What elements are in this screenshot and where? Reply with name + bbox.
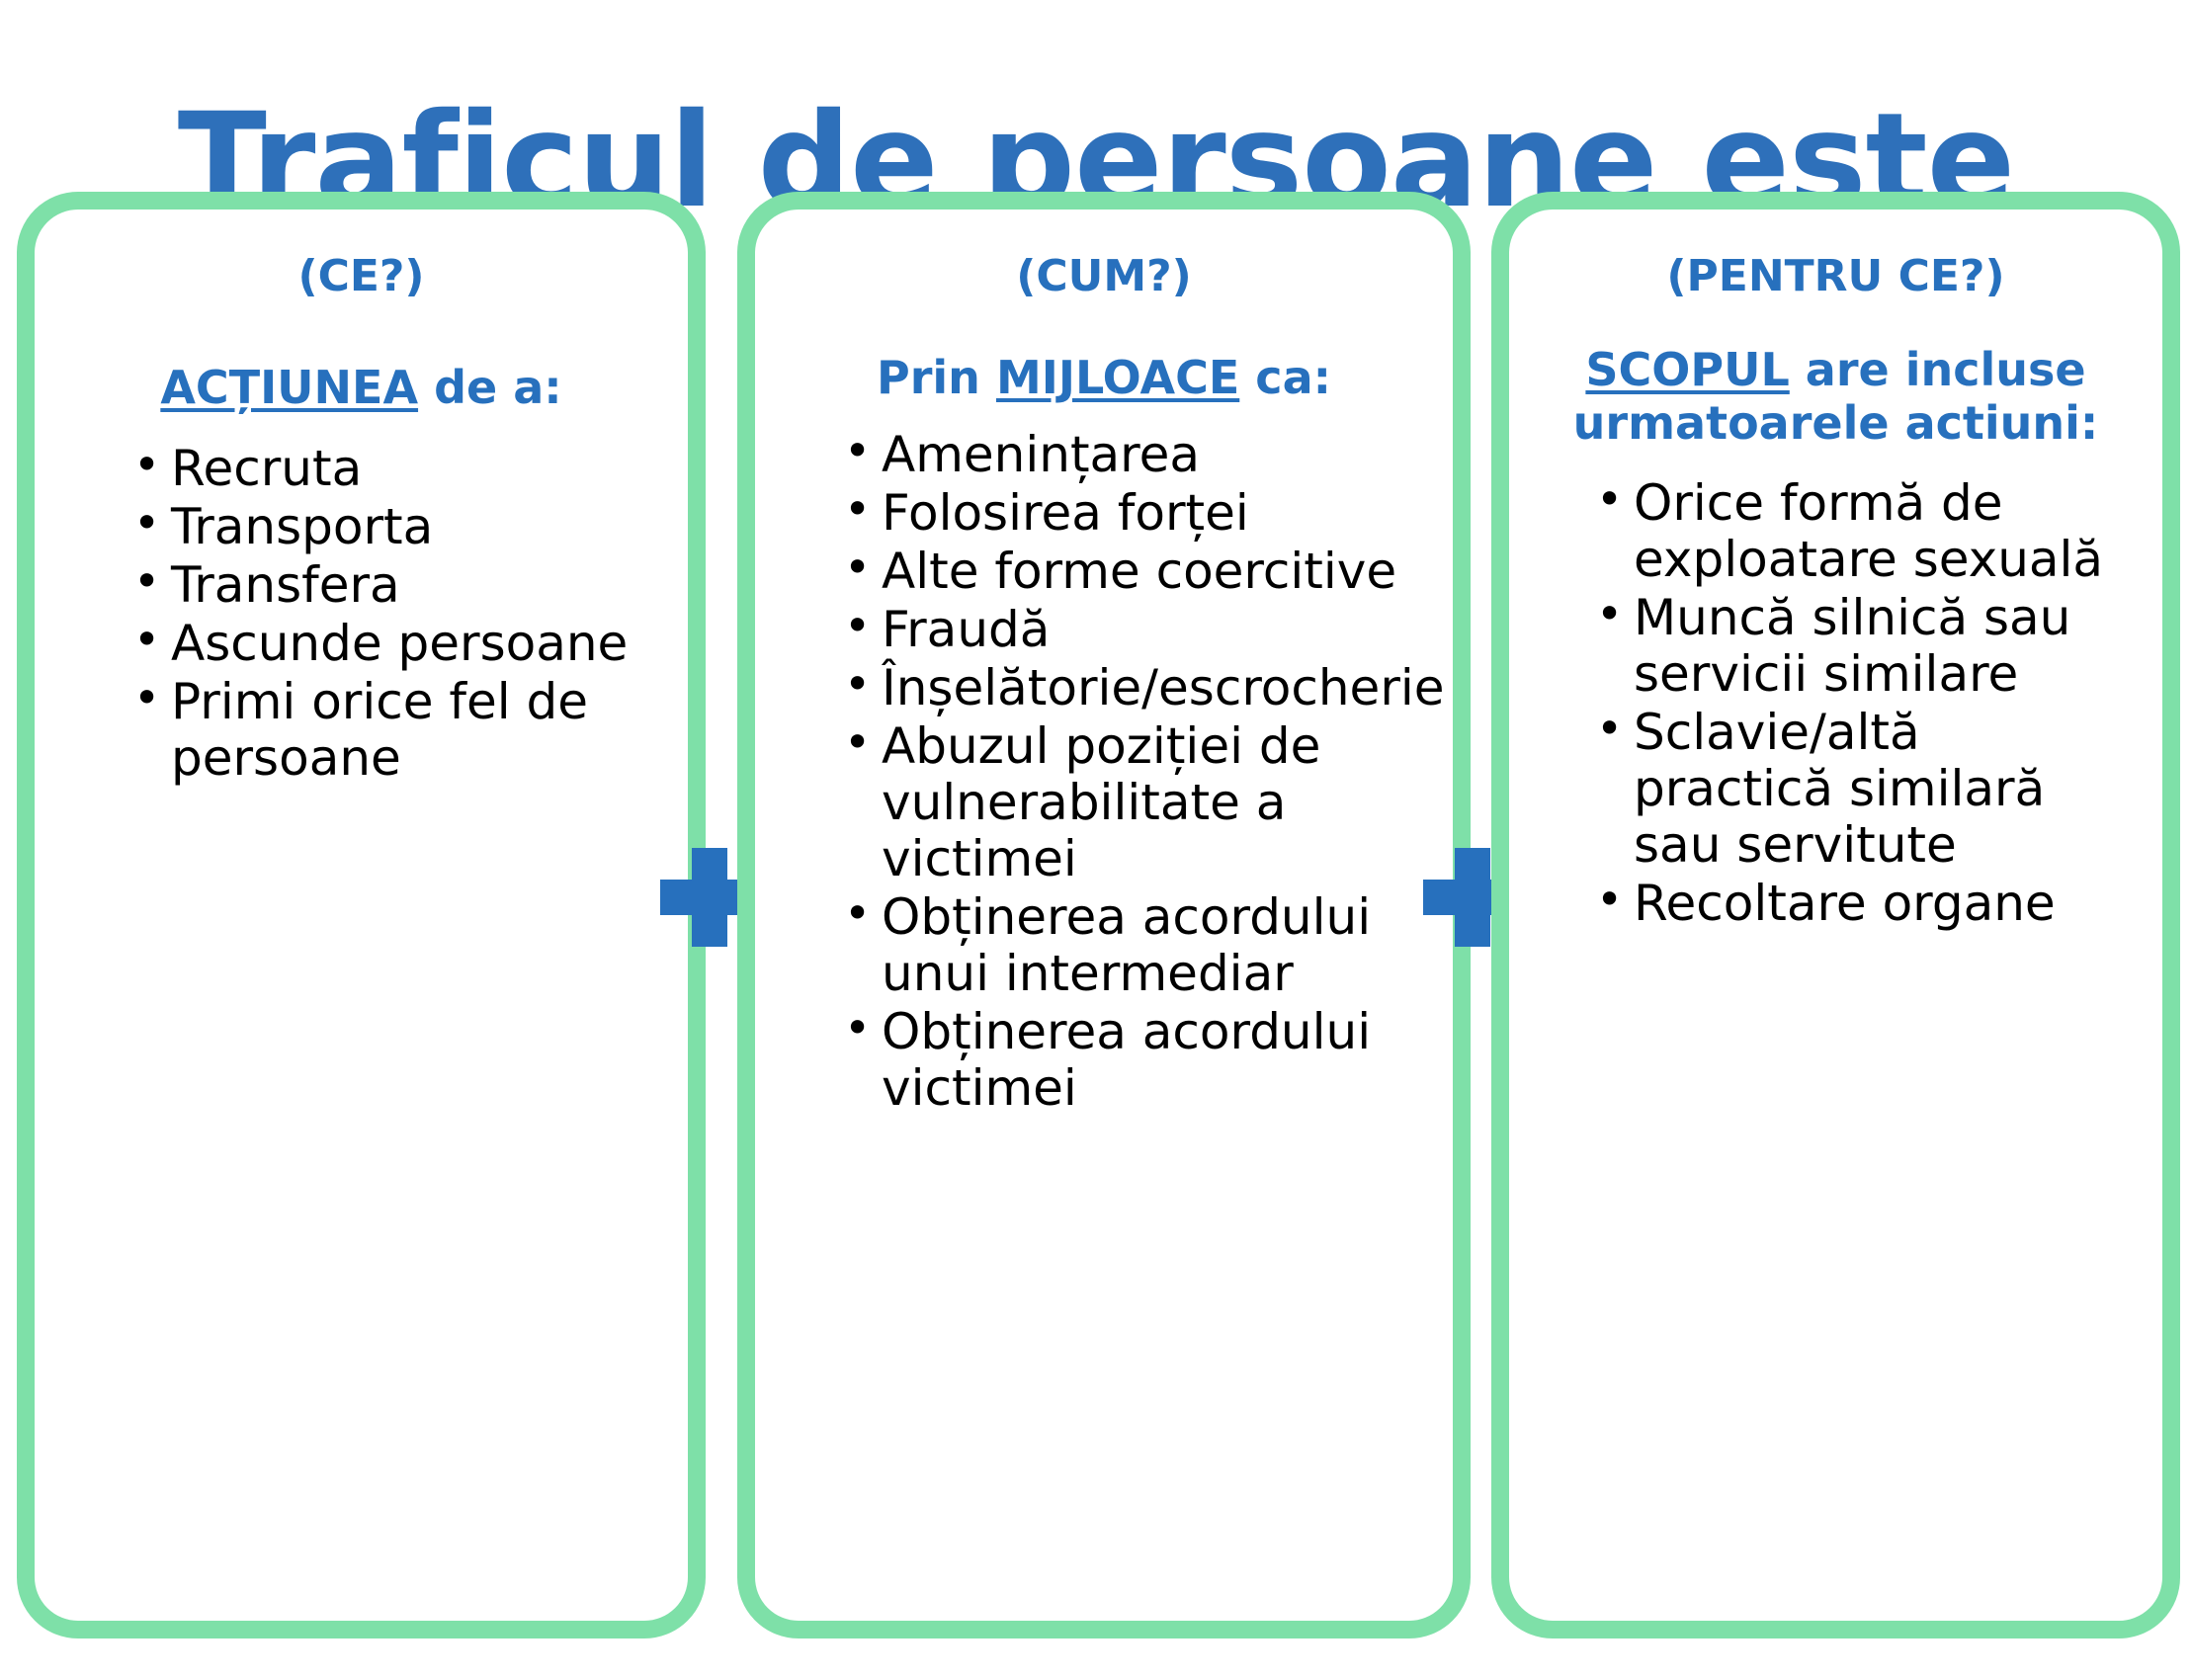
list-item: Transporta bbox=[126, 497, 648, 555]
subheading-keyword-scopul: SCOPUL bbox=[1585, 343, 1790, 397]
column-card-cum: (CUM?) Prin MIJLOACE ca: Amenințarea Fol… bbox=[737, 192, 1471, 1638]
column-subheading-ce: ACȚIUNEA de a: bbox=[35, 300, 688, 414]
list-item: Abuzul poziției de vulnerabilitate a vic… bbox=[836, 716, 1419, 887]
list-item: Ascunde persoane bbox=[126, 614, 648, 672]
list-item: Recruta bbox=[126, 439, 648, 497]
list-item: Amenințarea bbox=[836, 425, 1419, 483]
column-content-cum: (CUM?) Prin MIJLOACE ca: Amenințarea Fol… bbox=[755, 210, 1453, 1621]
subheading-rest-cum: ca: bbox=[1239, 351, 1331, 405]
list-item: Obținerea acordului unui intermediar bbox=[836, 887, 1419, 1002]
column-subheading-pentru-ce: SCOPUL are incluse urmatoarele actiuni: bbox=[1509, 300, 2162, 450]
list-item: Orice formă de exploatare sexuală bbox=[1588, 473, 2133, 588]
list-item: Folosirea forței bbox=[836, 483, 1419, 542]
column-list-ce: Recruta Transporta Transfera Ascunde per… bbox=[126, 439, 648, 787]
list-item: Alte forme coercitive bbox=[836, 542, 1419, 600]
list-item: Obținerea acordului victimei bbox=[836, 1002, 1419, 1117]
list-item: Fraudă bbox=[836, 600, 1419, 658]
subheading-keyword-mijloace: MIJLOACE bbox=[995, 351, 1240, 405]
plus-icon-vertical-bar bbox=[692, 848, 727, 947]
column-question-cum: (CUM?) bbox=[1016, 251, 1192, 301]
column-content-ce: (CE?) ACȚIUNEA de a: Recruta Transporta … bbox=[35, 210, 688, 1621]
list-item: Primi orice fel de persoane bbox=[126, 672, 648, 787]
column-list-cum: Amenințarea Folosirea forței Alte forme … bbox=[836, 425, 1445, 1117]
column-subheading-cum: Prin MIJLOACE ca: bbox=[755, 300, 1453, 404]
subheading-rest-ce: de a: bbox=[418, 361, 562, 415]
list-item: Sclavie/altă practică similară sau servi… bbox=[1588, 703, 2133, 874]
column-list-pentru-ce: Orice formă de exploatare sexuală Muncă … bbox=[1588, 473, 2133, 932]
list-item: Recoltare organe bbox=[1588, 874, 2133, 932]
subheading-pre-cum: Prin bbox=[877, 351, 996, 405]
subheading-keyword-actiunea: ACȚIUNEA bbox=[160, 361, 419, 415]
column-question-pentru-ce: (PENTRU CE?) bbox=[1666, 251, 2005, 301]
list-item: Transfera bbox=[126, 555, 648, 614]
column-content-pentru-ce: (PENTRU CE?) SCOPUL are incluse urmatoar… bbox=[1509, 210, 2162, 1621]
plus-icon-vertical-bar bbox=[1455, 848, 1490, 947]
column-question-ce: (CE?) bbox=[297, 251, 425, 301]
list-item: Muncă silnică sau servicii similare bbox=[1588, 588, 2133, 703]
column-card-ce: (CE?) ACȚIUNEA de a: Recruta Transporta … bbox=[17, 192, 706, 1638]
column-card-pentru-ce: (PENTRU CE?) SCOPUL are incluse urmatoar… bbox=[1491, 192, 2180, 1638]
list-item: Înșelătorie/escrocherie bbox=[836, 658, 1445, 716]
subheading-rest-pentru-ce: are incluse urmatoarele actiuni: bbox=[1572, 343, 2099, 450]
